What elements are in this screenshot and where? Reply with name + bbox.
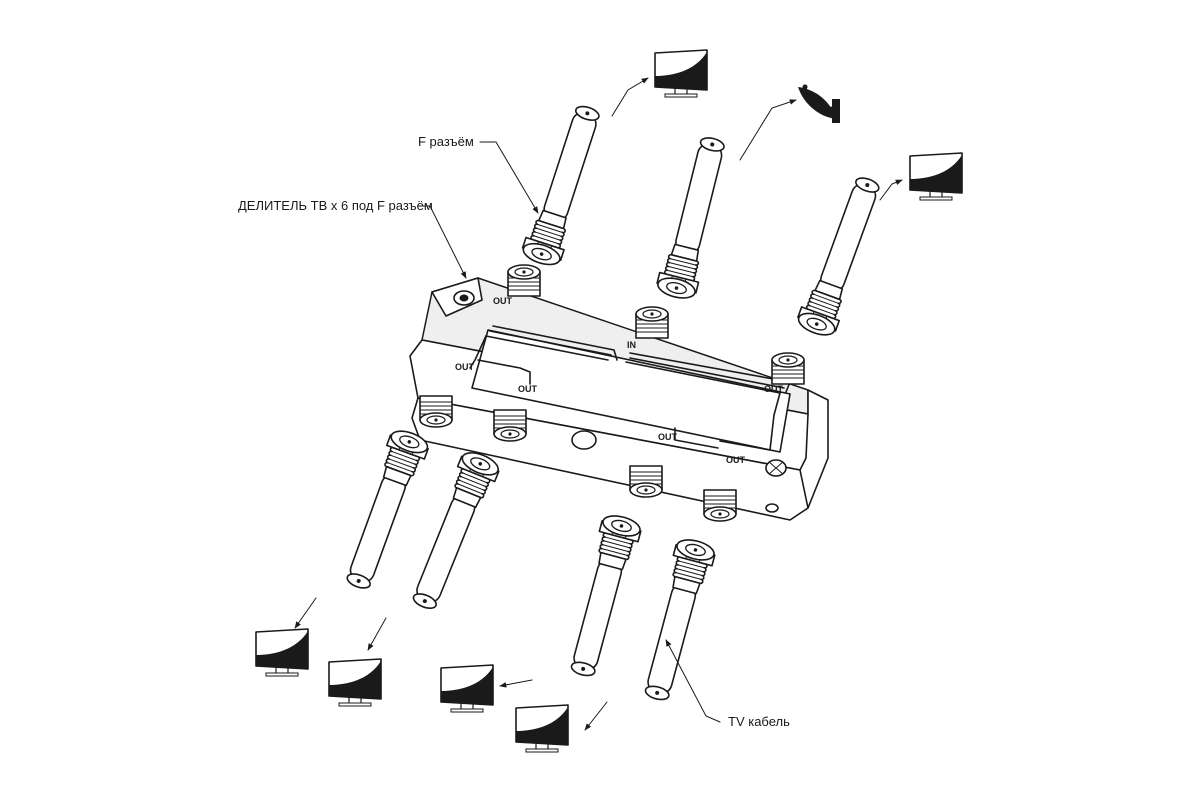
label-splitter: ДЕЛИТЕЛЬ ТВ х 6 под F разъём <box>238 198 433 213</box>
port-label-in: IN <box>627 340 636 350</box>
port-label-out-3: OUT <box>518 384 538 394</box>
port-label-out-4: OUT <box>764 384 784 394</box>
port-label-out-1: OUT <box>493 296 513 306</box>
tv-icon <box>328 658 382 707</box>
bottom-cable-3 <box>561 511 644 681</box>
satellite-dish-icon <box>798 84 840 123</box>
tv-icon <box>515 704 569 753</box>
port-out-bottom-1 <box>419 395 453 428</box>
label-f-connector: F разъём <box>418 134 474 149</box>
tv-icon <box>909 152 963 201</box>
top-cable-1 <box>519 100 610 270</box>
port-label-out-2: OUT <box>455 362 475 372</box>
label-tv-cable: TV кабель <box>728 714 790 729</box>
port-out-top-right <box>771 352 805 385</box>
bottom-cable-1 <box>337 425 432 595</box>
tv-icon <box>255 628 309 677</box>
port-label-out-6: OUT <box>726 455 746 465</box>
port-out-bottom-2 <box>493 409 527 442</box>
port-out-top-left <box>507 264 541 297</box>
port-label-out-5: OUT <box>658 432 678 442</box>
tv-icon <box>654 49 708 98</box>
top-cable-2 <box>654 132 734 303</box>
port-out-bottom-3 <box>629 465 663 498</box>
top-cable-3 <box>794 171 889 341</box>
port-in <box>635 306 669 339</box>
port-out-bottom-4 <box>703 489 737 522</box>
bottom-cable-2 <box>403 447 503 615</box>
tv-icon <box>440 664 494 713</box>
bottom-cable-4 <box>635 535 718 705</box>
